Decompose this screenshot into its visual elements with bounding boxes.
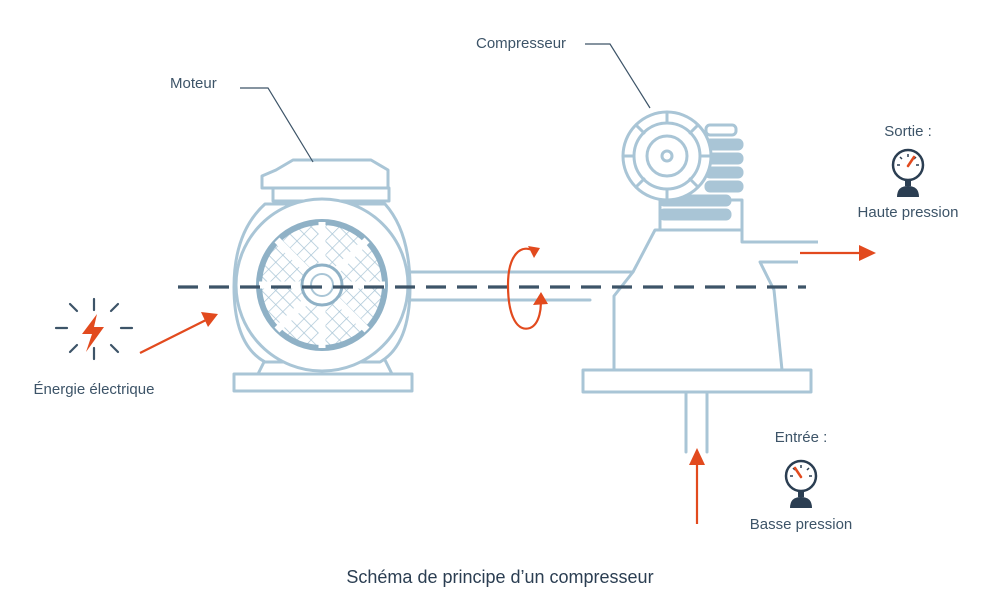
inlet-pressure-label: Basse pression — [750, 516, 853, 533]
motor-label: Moteur — [170, 75, 217, 92]
outlet-pressure-label: Haute pression — [858, 204, 959, 221]
inlet-label: Entrée : — [775, 429, 828, 446]
motor — [232, 158, 414, 393]
inlet-gauge-icon — [784, 459, 818, 508]
outlet-gauge-icon — [891, 148, 925, 197]
rotation-arrow-icon — [506, 246, 548, 330]
diagram-title: Schéma de principe d’un compresseur — [346, 567, 653, 587]
outlet-label: Sortie : — [884, 123, 932, 140]
motor-leader — [240, 87, 314, 163]
energy-label: Énergie électrique — [34, 381, 155, 398]
inlet-arrow — [689, 448, 705, 524]
compressor-leader — [585, 43, 651, 109]
outlet-arrow — [800, 245, 876, 261]
energy-arrow — [139, 312, 218, 354]
compressor — [581, 110, 818, 454]
lightning-icon — [54, 297, 134, 361]
compressor-label: Compresseur — [476, 35, 566, 52]
